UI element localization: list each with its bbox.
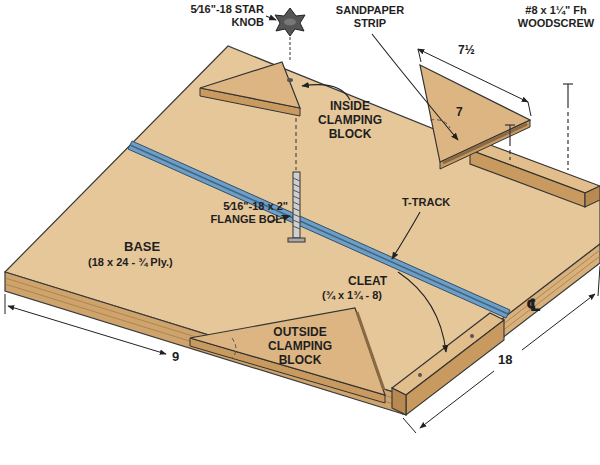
leader-lines: [266, 16, 458, 352]
dimension-label: 7: [456, 106, 463, 120]
part-label: SANDPAPER STRIP: [330, 4, 410, 29]
base-front: [5, 272, 403, 414]
part-dimensions: (18 x 24 - ¾ Ply.): [88, 256, 173, 269]
part-label: 5⁄16"-18 STAR KNOB: [170, 3, 264, 28]
inside-clamping-block-left: [200, 62, 300, 108]
t-track: [128, 141, 510, 318]
t-track-slot: [130, 145, 508, 314]
bolt-hole: [287, 78, 293, 82]
rear-cleat-front: [470, 150, 585, 207]
sandpaper-strip: [357, 312, 384, 390]
screw-hole: [470, 334, 474, 338]
part-label: T-TRACK: [402, 196, 450, 209]
dimension-label: 7½: [458, 44, 475, 58]
cleat-end: [392, 388, 406, 415]
rear-cleat-end: [585, 186, 600, 207]
part-dimensions: (¾ x 1¾ - 8): [322, 289, 382, 302]
base-top: [5, 46, 600, 395]
flange-bolt: [288, 118, 305, 242]
screw-hole: [418, 373, 422, 377]
star-knob: [275, 8, 305, 60]
outside-clamping-block: [190, 308, 385, 395]
part-label: OUTSIDE CLAMPING BLOCK: [253, 326, 347, 367]
sandpaper-strip: [443, 124, 527, 163]
centerline-symbol: ℄: [526, 296, 541, 316]
dimension-lines: [5, 49, 600, 433]
base-side: [403, 244, 600, 414]
part-label: 5⁄16"-18 x 2" FLANGE BOLT: [176, 200, 288, 225]
dimension-label: 9: [172, 350, 179, 365]
ply-layers: [5, 250, 600, 407]
part-label: INSIDE CLAMPING BLOCK: [305, 100, 395, 141]
part-label: CLEAT: [348, 275, 387, 289]
part-label: #8 x 1¼" Fh WOODSCREW: [515, 4, 597, 29]
woodscrew: [505, 84, 573, 170]
angle-mark: [232, 338, 236, 358]
dimension-label: 18: [498, 353, 512, 368]
part-label: BASE: [124, 240, 160, 255]
